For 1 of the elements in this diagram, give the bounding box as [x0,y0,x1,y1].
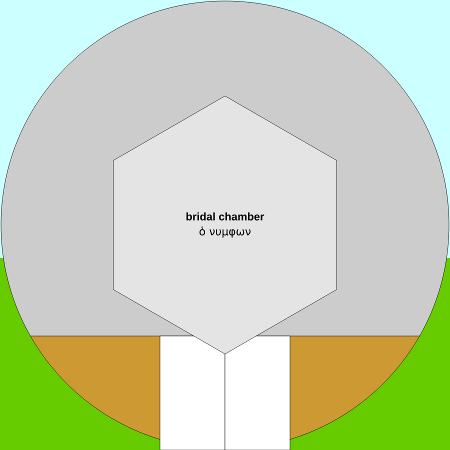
hexagon-room: bridal chamber ὁ νυμφων [113,96,337,354]
